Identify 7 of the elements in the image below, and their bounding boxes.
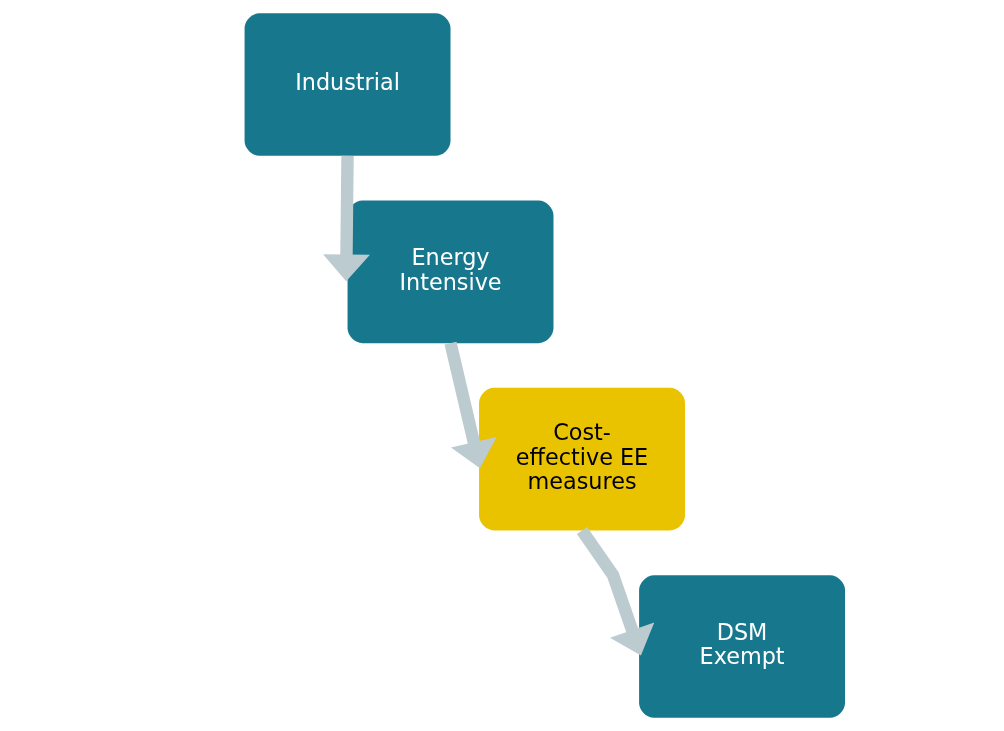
arrow (576, 526, 655, 656)
arrow (323, 155, 370, 282)
node-box: Industrial (244, 13, 451, 156)
arrow (444, 341, 497, 469)
node-box: Energy Intensive (347, 200, 554, 344)
node-box: Cost- effective EE measures (479, 387, 685, 531)
node-box: DSM Exempt (639, 575, 846, 718)
